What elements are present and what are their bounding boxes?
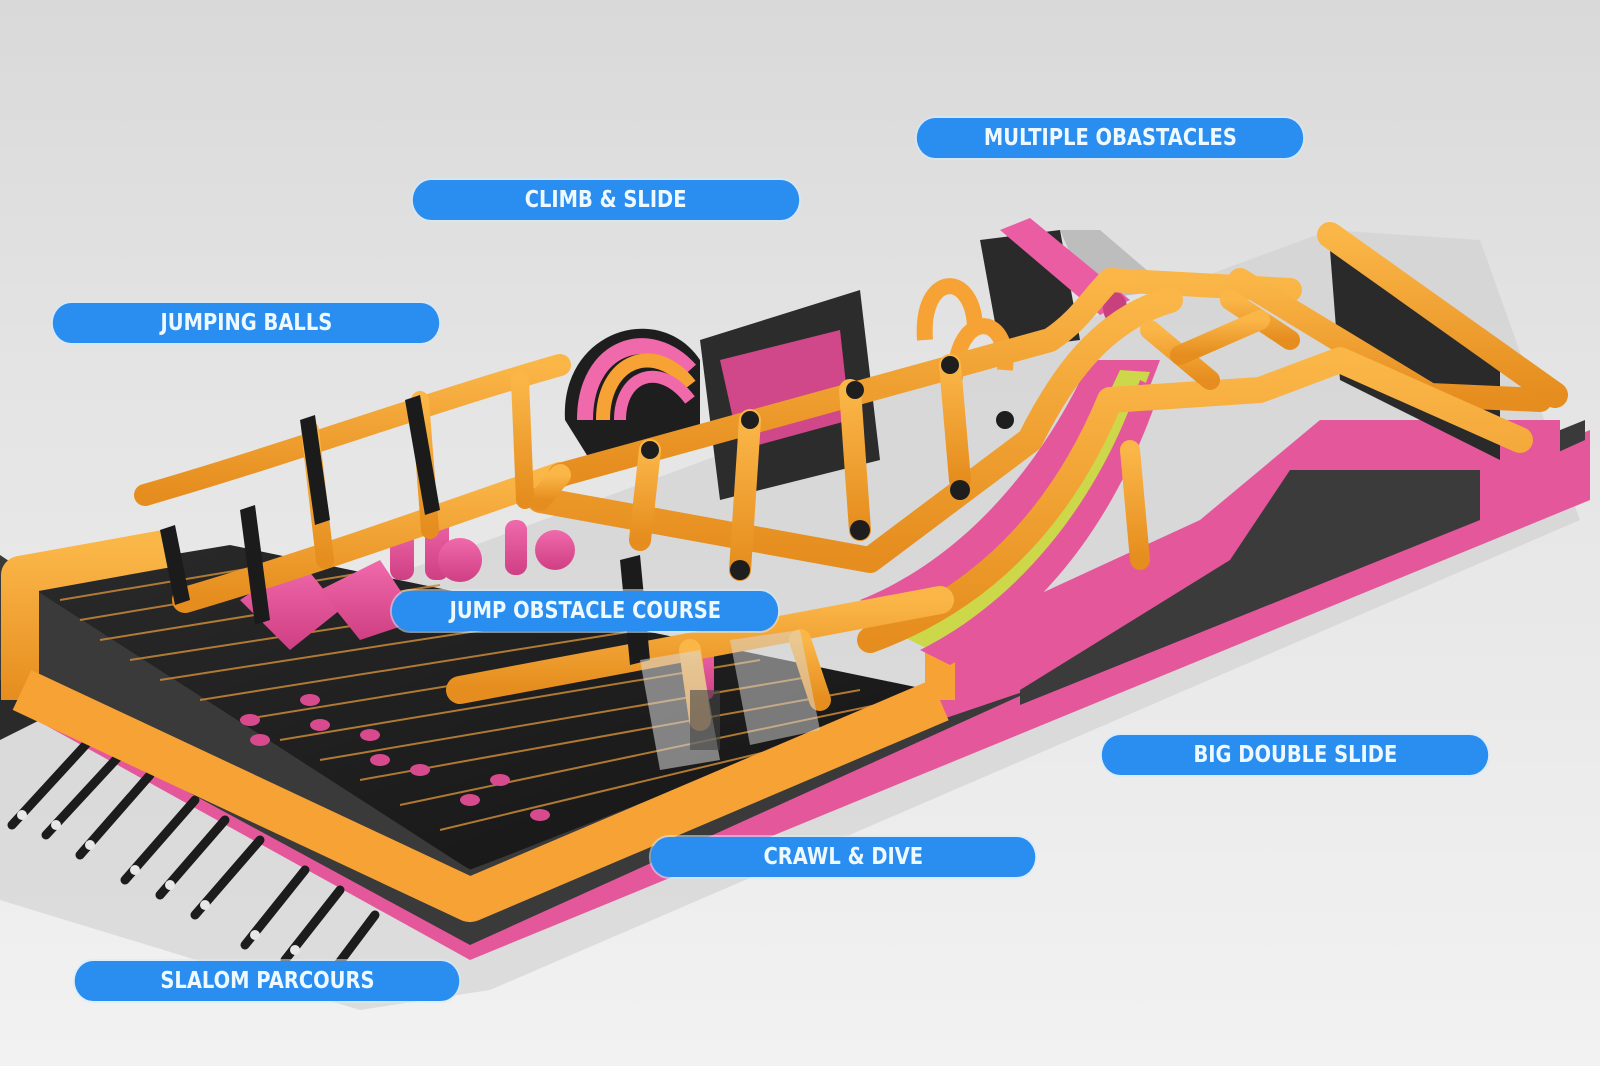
climbing-ring — [564, 328, 700, 460]
label-text: JUMPING BALLS — [160, 310, 332, 336]
label-text: BIG DOUBLE SLIDE — [1193, 742, 1397, 768]
joint-caps — [641, 356, 1014, 580]
label-jumping-balls: JUMPING BALLS — [52, 303, 440, 343]
label-slalom-parcours: SLALOM PARCOURS — [74, 961, 460, 1001]
label-text: CLIMB & SLIDE — [525, 187, 687, 213]
label-big-double-slide: BIG DOUBLE SLIDE — [1101, 735, 1489, 775]
label-text: CRAWL & DIVE — [763, 844, 923, 870]
base-platform — [0, 420, 1590, 960]
label-text: SLALOM PARCOURS — [159, 968, 375, 994]
label-text: MULTIPLE OBASTACLES — [983, 125, 1237, 151]
label-text: JUMP OBSTACLE COURSE — [449, 598, 721, 624]
crawl-tunnel — [640, 630, 820, 770]
black-posts — [160, 395, 650, 665]
label-jump-obstacle-course: JUMP OBSTACLE COURSE — [391, 591, 779, 631]
label-climb-slide: CLIMB & SLIDE — [412, 180, 800, 220]
label-multiple-obstacles: MULTIPLE OBASTACLES — [916, 118, 1304, 158]
label-crawl-dive: CRAWL & DIVE — [650, 837, 1036, 877]
